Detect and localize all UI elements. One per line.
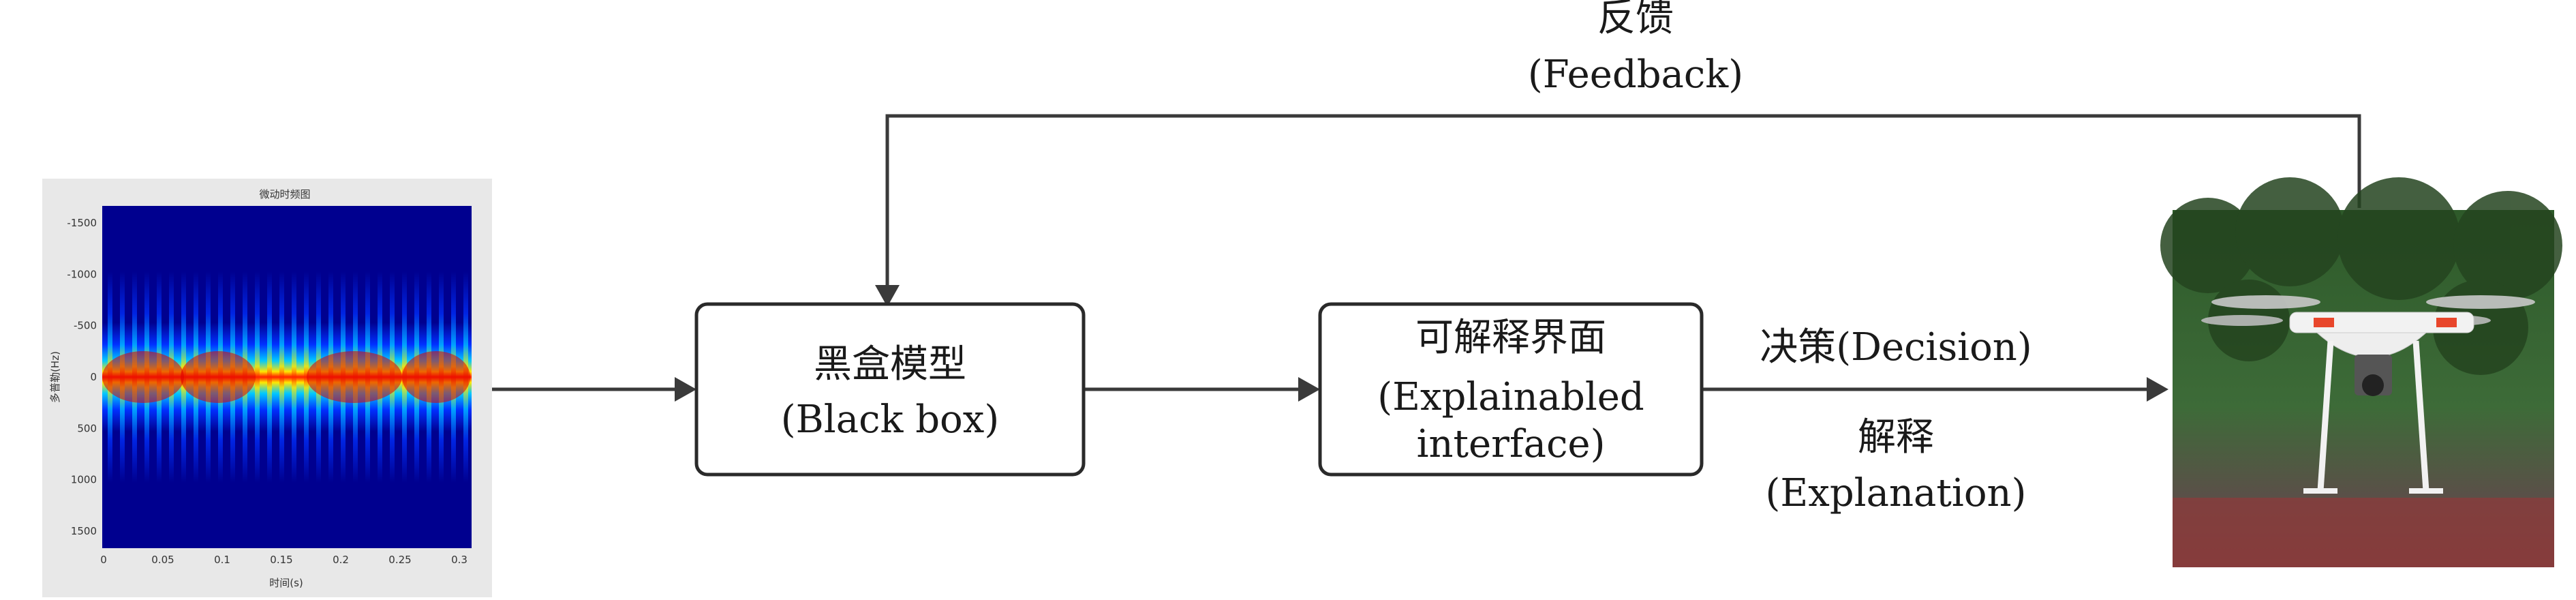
interface-node: 可解释界面 (Explainabled interface) [1318,302,1704,477]
arrowhead-interface [1298,377,1320,402]
spectrogram-xtick: 0 [100,554,107,566]
drone-icon [2201,295,2535,494]
spectrogram-xtick: 0.2 [333,554,349,566]
feedback-label-zh: 反馈 [1597,0,1674,40]
spectrogram-hotspot [181,351,256,403]
spectrogram-xtick: 0.25 [388,554,411,566]
spectrogram-hotspot [102,351,184,403]
spectrogram-hotspot [307,351,402,403]
spectrogram-ytick: 1500 [71,525,97,537]
decision-label: 决策(Decision) [1760,325,2031,370]
spectrogram-hotspot [402,351,470,403]
spectrogram-ylabel: 多普勒(Hz) [49,351,61,403]
black-box-label-zh: 黑盒模型 [814,342,966,387]
spectrogram-xtick: 0.3 [451,554,467,566]
explanation-label-en: (Explanation) [1766,471,2027,515]
spectrogram-x-ticks: 0 0.05 0.1 0.15 0.2 0.25 0.3 [100,554,467,566]
connectors [492,114,2361,391]
interface-label-en1: (Explainabled [1377,375,1644,419]
arrowhead-blackbox [675,377,696,402]
interface-label-zh: 可解释界面 [1415,316,1606,360]
spectrogram-ytick: -1500 [67,217,97,229]
spectrogram-xtick: 0.05 [151,554,174,566]
tree-foliage [2160,177,2562,375]
spectrogram-flash [292,271,296,483]
spectrogram-bands [102,271,472,483]
spectrogram-ytick: 500 [77,422,97,434]
spectrogram-flash [255,271,260,483]
spectrogram-flash [279,271,284,483]
arrowhead-feedback [875,285,900,307]
ground [2173,498,2554,567]
spectrogram-y-ticks: -1500 -1000 -500 0 500 1000 1500 [67,217,97,537]
spectrogram-xtick: 0.1 [214,554,230,566]
interface-label-en2: interface) [1417,422,1606,466]
interface-border [1318,302,1704,477]
spectrogram-ytick: -1000 [67,268,97,280]
spectrogram-xtick: 0.15 [270,554,292,566]
spectrogram-ytick: 1000 [71,474,97,486]
black-box-label-en: (Black box) [781,397,999,442]
drone-photo [2160,177,2562,567]
black-box-node: 黑盒模型 (Black box) [694,302,1086,477]
spectrogram-flash [304,271,309,483]
spectrogram-image: 微动时频图 -1500 -1000 -500 0 500 1000 1500 0 0.05 0.… [42,179,492,597]
feedback-label-en: (Feedback) [1528,52,1743,97]
spectrogram-ytick: -500 [74,320,97,332]
spectrogram-ytick: 0 [90,371,97,383]
feedback-loop-line [885,114,2361,292]
arrowheads [675,285,2168,402]
spectrogram-xlabel: 时间(s) [269,577,303,589]
explanation-label-zh: 解释 [1858,415,1934,460]
spectrogram-title: 微动时频图 [259,188,310,200]
black-box-border [694,302,1086,477]
spectrogram-flash [267,271,272,483]
arrowhead-drone [2147,377,2168,402]
